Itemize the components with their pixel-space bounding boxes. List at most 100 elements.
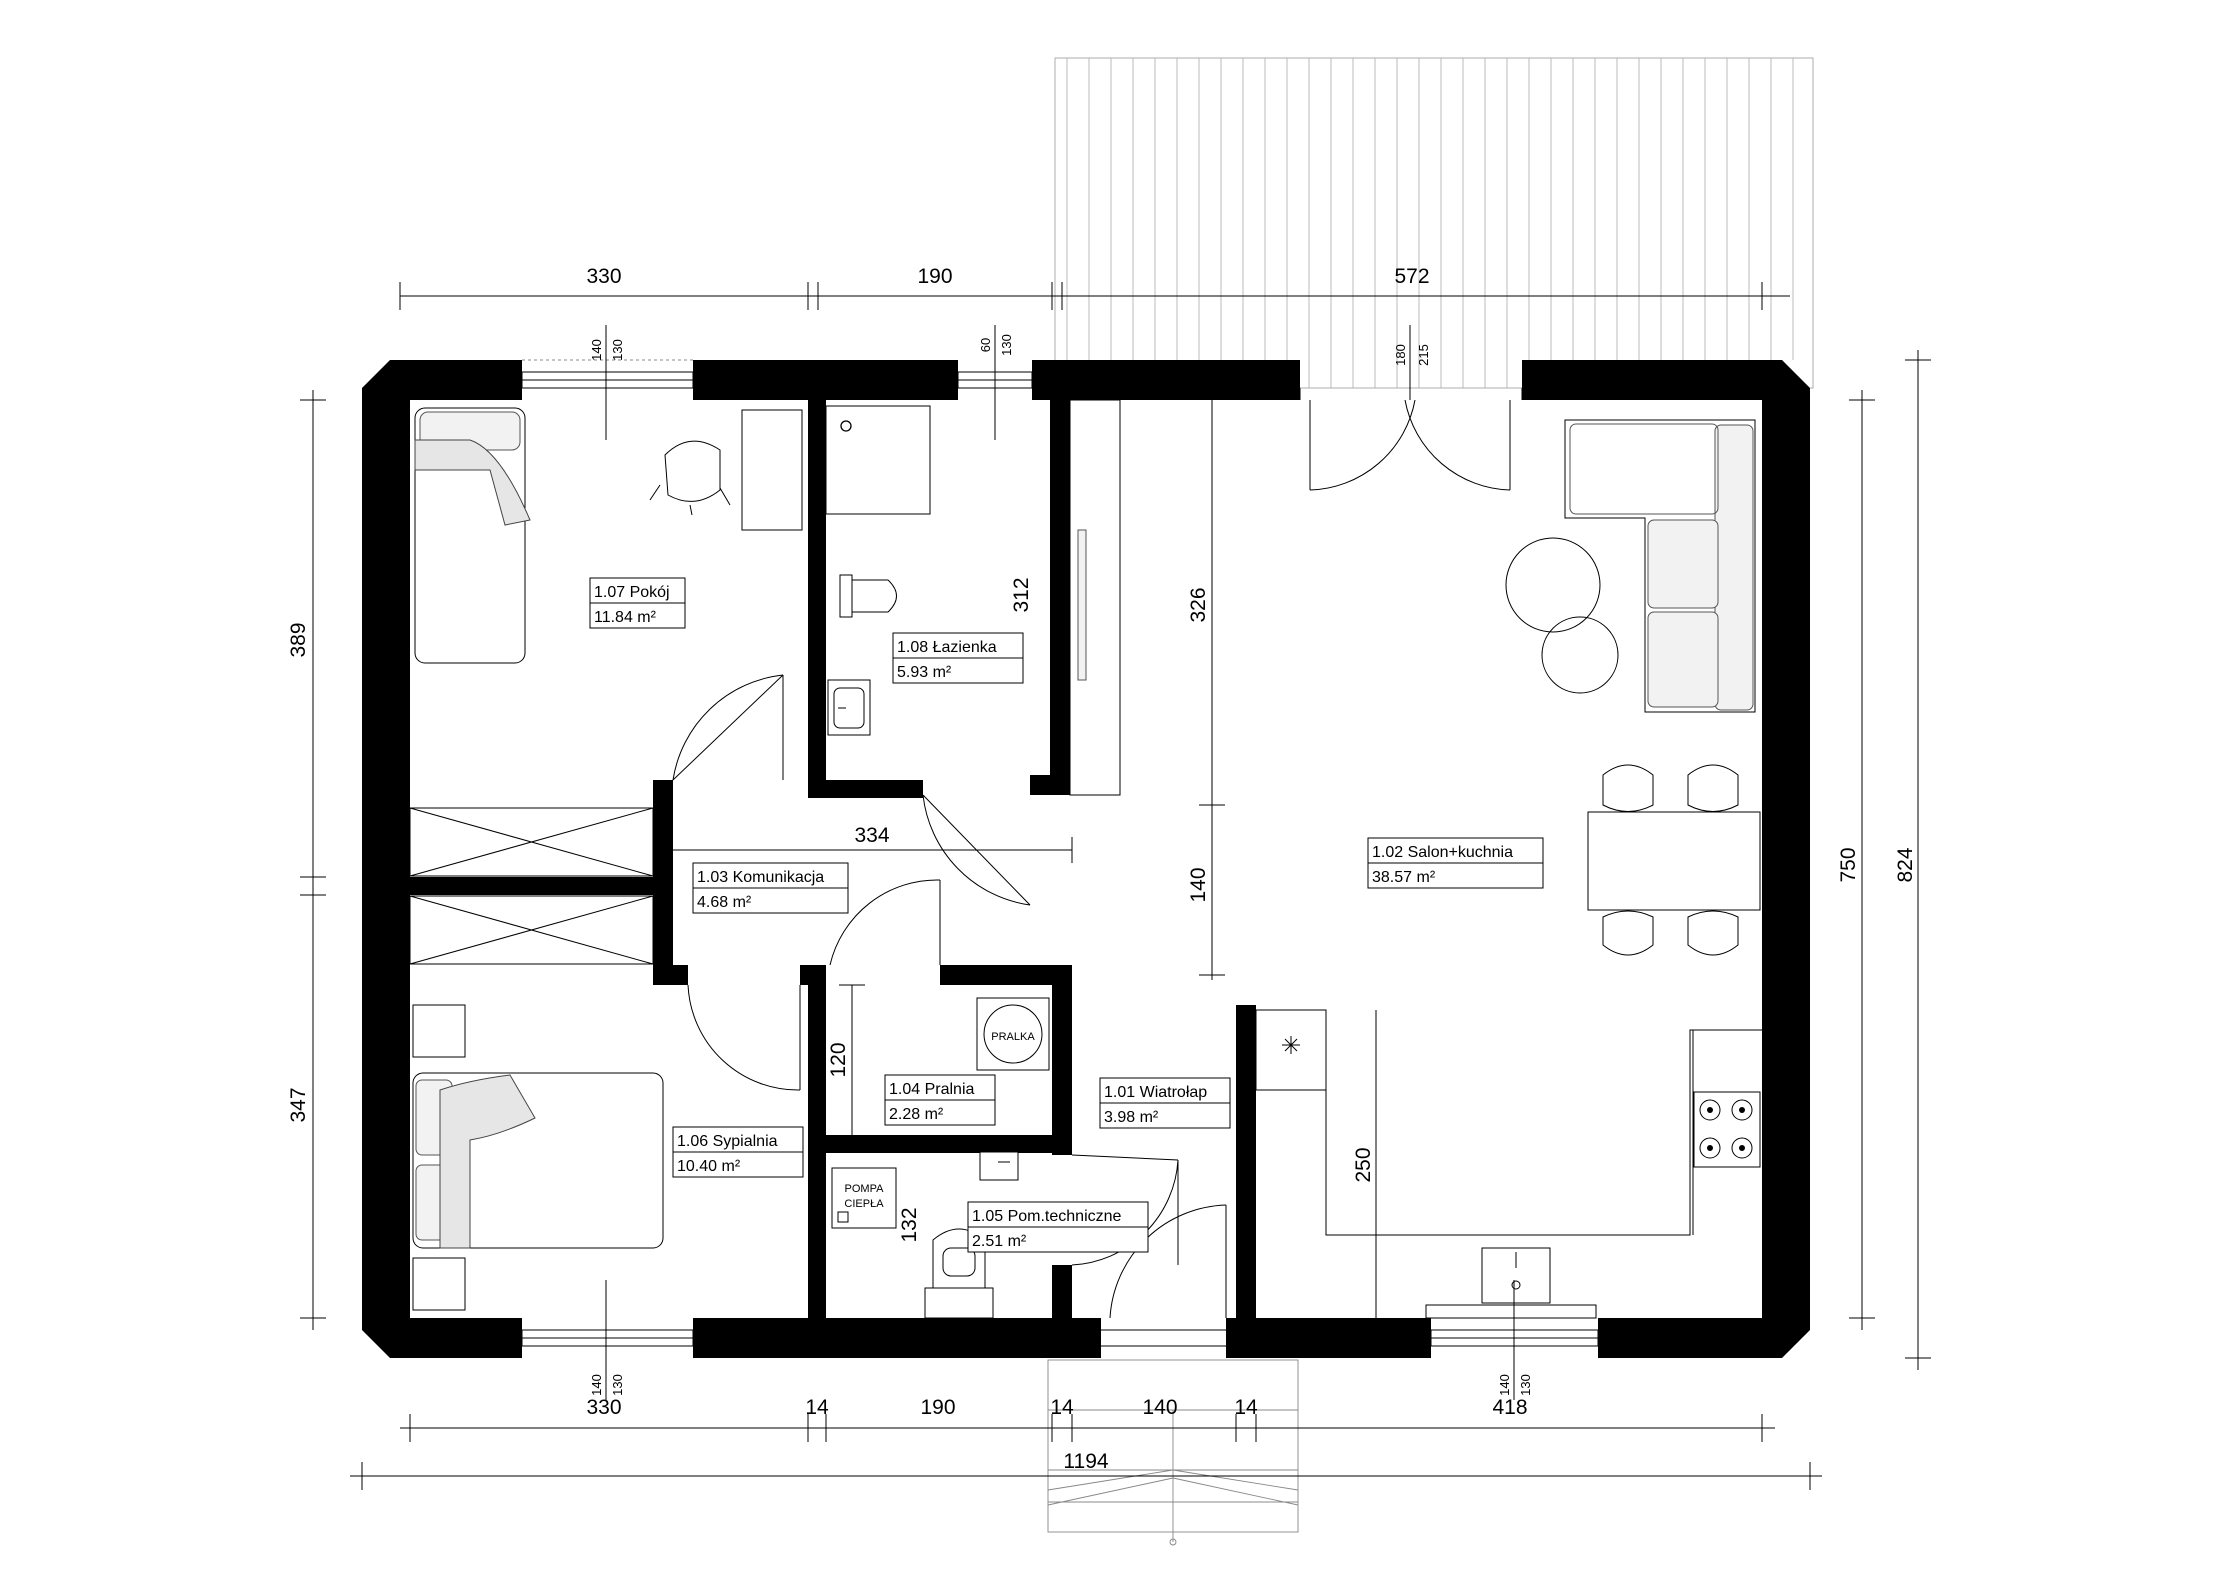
room-name: 1.04 Pralnia xyxy=(889,1081,974,1098)
dim-window-bottom-right-b: 130 xyxy=(1518,1374,1533,1396)
dim-left-1: 389 xyxy=(287,622,310,657)
dim-top-1: 330 xyxy=(586,265,621,288)
room-label-pokoj: 1.07 Pokój 11.84 m² xyxy=(589,577,686,629)
dim-top-2: 190 xyxy=(917,265,952,288)
furniture-pokoj xyxy=(409,407,803,877)
furniture-lazienka xyxy=(825,399,1121,796)
dim-right-inner: 750 xyxy=(1837,847,1860,882)
terrace-boards xyxy=(1066,58,1794,388)
room-area: 10.40 m² xyxy=(677,1158,741,1175)
dim-salon-lower: 140 xyxy=(1187,867,1210,902)
toilet-icon xyxy=(839,574,897,618)
nightstand-icon xyxy=(412,1004,466,1058)
dimension-labels: 330 190 572 330 14 190 14 140 14 418 119… xyxy=(287,265,1917,1473)
dim-window-top-bath-b: 130 xyxy=(999,334,1014,356)
chair-icon xyxy=(1687,910,1739,956)
doors xyxy=(672,388,1523,1319)
dim-right-outer: 824 xyxy=(1894,847,1917,882)
room-area: 2.28 m² xyxy=(889,1106,944,1123)
kitchen-sink-icon xyxy=(1481,1247,1551,1304)
exterior-walls xyxy=(362,360,1810,1358)
room-area: 4.68 m² xyxy=(697,894,752,911)
furniture-pralnia: PRALKA POMPA CIEPŁA xyxy=(831,997,1050,1319)
terrace-door xyxy=(1299,388,1523,491)
room-area: 3.98 m² xyxy=(1104,1109,1159,1126)
room-area: 11.84 m² xyxy=(594,609,657,626)
chair-icon xyxy=(1602,910,1654,956)
sink-icon xyxy=(979,1151,1019,1181)
dim-window-bottom-right-a: 140 xyxy=(1497,1374,1512,1396)
dining-chairs xyxy=(1602,764,1739,956)
room-area: 38.57 m² xyxy=(1372,869,1436,886)
room-label-wiatrolap: 1.01 Wiatrołap 3.98 m² xyxy=(1099,1077,1231,1129)
dim-bottom-4: 14 xyxy=(1050,1396,1074,1419)
dim-window-top-left-b: 130 xyxy=(610,339,625,361)
dim-bottom-5: 140 xyxy=(1142,1396,1177,1419)
dim-door-terrace-b: 215 xyxy=(1416,344,1431,366)
sink-icon xyxy=(827,679,871,736)
chair-icon xyxy=(1687,764,1739,812)
chair-icon xyxy=(1602,764,1654,812)
dim-top-3: 572 xyxy=(1394,265,1429,288)
dim-door-terrace-a: 180 xyxy=(1393,344,1408,366)
dim-laundry: 120 xyxy=(827,1042,850,1077)
heat-pump-icon: POMPA CIEPŁA xyxy=(831,1167,897,1229)
coffee-table-icon xyxy=(1541,616,1619,694)
room-label-salon: 1.02 Salon+kuchnia 38.57 m² xyxy=(1367,837,1544,889)
dim-salon-upper: 326 xyxy=(1187,587,1210,622)
washer-label: PRALKA xyxy=(991,1031,1035,1043)
dim-window-bottom-left-b: 130 xyxy=(610,1374,625,1396)
sofa-icon xyxy=(1564,419,1756,713)
room-label-komunikacja: 1.03 Komunikacja 4.68 m² xyxy=(692,862,849,914)
room-label-pralnia: 1.04 Pralnia 2.28 m² xyxy=(884,1074,996,1126)
room-name: 1.08 Łazienka xyxy=(897,639,997,656)
heat-pump-label-2: CIEPŁA xyxy=(844,1198,884,1210)
room-area: 2.51 m² xyxy=(972,1233,1027,1250)
dim-kitchen: 250 xyxy=(1352,1147,1375,1182)
kitchen-counter xyxy=(1255,1009,1762,1236)
washer-icon xyxy=(976,997,1050,1071)
dim-technical: 132 xyxy=(898,1207,921,1242)
door-sypialnia xyxy=(687,984,801,1091)
door-pralnia xyxy=(829,879,941,966)
room-name: 1.07 Pokój xyxy=(594,584,670,601)
room-name: 1.01 Wiatrołap xyxy=(1104,1084,1207,1101)
chair-icon xyxy=(649,440,731,516)
dim-bottom-2: 14 xyxy=(805,1396,829,1419)
door-pokoj xyxy=(672,674,784,781)
shower-icon xyxy=(825,405,931,515)
furniture-sypialnia xyxy=(409,895,664,1311)
dim-bottom-7: 418 xyxy=(1492,1396,1527,1419)
room-name: 1.05 Pom.techniczne xyxy=(972,1208,1122,1225)
window-pokoj xyxy=(521,359,694,389)
room-area: 5.93 m² xyxy=(897,664,952,681)
dim-window-top-bath-a: 60 xyxy=(978,338,993,352)
dim-bottom-3: 190 xyxy=(920,1396,955,1419)
room-labels: 1.07 Pokój 11.84 m² 1.08 Łazienka 5.93 m… xyxy=(589,577,1544,1253)
dim-bathroom: 312 xyxy=(1010,577,1033,612)
desk-icon xyxy=(741,409,803,531)
dim-left-2: 347 xyxy=(287,1087,310,1122)
dining-table-icon xyxy=(1587,811,1761,911)
dim-bottom-6: 14 xyxy=(1234,1396,1258,1419)
dim-bottom-1: 330 xyxy=(586,1396,621,1419)
window-sypialnia xyxy=(521,1329,694,1347)
room-name: 1.03 Komunikacja xyxy=(697,869,824,886)
dim-window-bottom-left-a: 140 xyxy=(589,1374,604,1396)
nightstand-icon xyxy=(412,1257,466,1311)
dim-window-top-left-a: 140 xyxy=(589,339,604,361)
room-label-sypialnia: 1.06 Sypialnia 10.40 m² xyxy=(672,1126,804,1178)
heat-pump-label-1: POMPA xyxy=(845,1183,885,1195)
interior-walls xyxy=(410,400,1256,1318)
furniture-salon xyxy=(1255,419,1762,1319)
dimension-lines xyxy=(300,282,1931,1490)
room-name: 1.02 Salon+kuchnia xyxy=(1372,844,1513,861)
terrace xyxy=(1054,57,1814,389)
cooktop-icon xyxy=(1693,1091,1761,1168)
fridge-icon xyxy=(1282,1036,1300,1054)
dim-overall-width: 1194 xyxy=(1063,1450,1108,1473)
room-name: 1.06 Sypialnia xyxy=(677,1133,778,1150)
coffee-table-icon xyxy=(1505,537,1601,633)
room-label-lazienka: 1.08 Łazienka 5.93 m² xyxy=(892,632,1024,684)
